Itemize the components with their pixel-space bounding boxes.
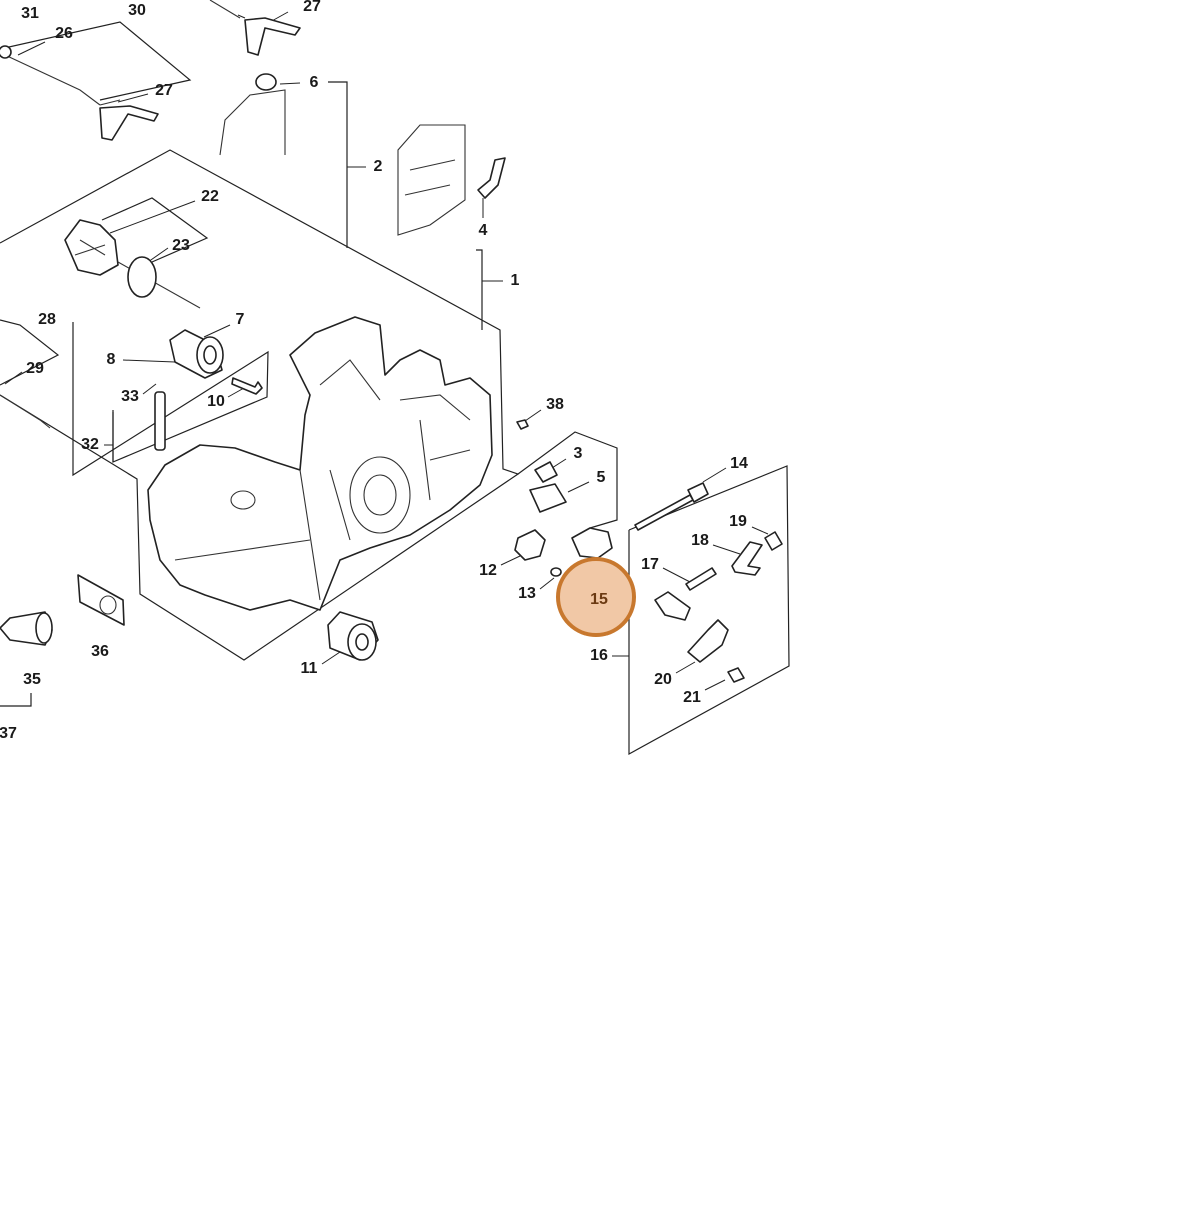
part-label-2: 2 (373, 158, 383, 175)
part-gear-16 (654, 591, 691, 621)
part-label-27a: 27 (303, 0, 321, 15)
part-label-3: 3 (573, 445, 583, 462)
part-label-7: 7 (235, 311, 245, 328)
part-screw-10 (231, 377, 263, 395)
part-screw-17 (685, 567, 717, 591)
part-label-16: 16 (590, 647, 608, 664)
part-label-1: 1 (510, 272, 520, 289)
part-cable-26 (4, 54, 121, 106)
part-label-33: 33 (121, 388, 139, 405)
part-cap-12 (514, 529, 546, 561)
part-label-14: 14 (730, 455, 748, 472)
bracket-1 (476, 249, 483, 330)
part-label-35: 35 (23, 671, 41, 688)
part-label-13: 13 (518, 585, 536, 602)
part-13 (550, 567, 562, 577)
part-label-8: 8 (106, 351, 116, 368)
part-label-37: 37 (0, 725, 17, 742)
part-label-19: 19 (729, 513, 747, 530)
part-label-29: 29 (26, 360, 44, 377)
part-cap-6 (255, 73, 277, 91)
part-label-32: 32 (81, 436, 99, 453)
part-label-22: 22 (201, 188, 219, 205)
part-label-21: 21 (683, 689, 701, 706)
part-label-5: 5 (596, 469, 606, 486)
part-pin-32 (154, 391, 166, 451)
parts (0, 0, 783, 683)
part-cover-2 (219, 89, 286, 156)
part-label-18: 18 (691, 532, 709, 549)
part-label-17: 17 (641, 556, 659, 573)
part-15 (571, 527, 613, 559)
part-3 (534, 461, 558, 483)
part-label-26: 26 (55, 25, 73, 42)
part-label-10: 10 (207, 393, 225, 410)
part-cable-29 (0, 394, 51, 429)
part-label-36: 36 (91, 643, 109, 660)
frame-group-14-21 (628, 465, 790, 756)
part-housing-1 (147, 316, 493, 611)
part-screw-21 (727, 667, 745, 683)
group-frames (0, 21, 790, 756)
part-20 (687, 619, 729, 663)
part-label-20: 20 (654, 671, 672, 688)
frame-group-3-5 (517, 431, 618, 529)
part-ring-23 (127, 256, 157, 298)
part-label-12: 12 (479, 562, 497, 579)
highlight-circle (556, 557, 636, 637)
part-label-27b: 27 (155, 82, 173, 99)
bracket-28-29 (0, 319, 60, 386)
part-bracket-18 (731, 541, 763, 576)
part-label-28: 28 (38, 311, 56, 328)
part-label-38: 38 (546, 396, 564, 413)
part-label-4: 4 (478, 222, 488, 239)
part-label-31: 31 (21, 5, 39, 22)
bracket-35-37 (0, 693, 32, 707)
part-label-23: 23 (172, 237, 190, 254)
part-clip-19 (764, 531, 783, 551)
bracket-22-23 (101, 197, 209, 263)
part-label-30: 30 (128, 2, 146, 19)
part-screw-38 (516, 419, 529, 430)
part-label-15: 15 (590, 591, 608, 608)
bracket-2 (328, 81, 348, 248)
part-bolt-14 (634, 494, 694, 531)
part-clip-4 (477, 157, 506, 199)
part-5 (529, 483, 567, 513)
part-label-6: 6 (309, 74, 319, 91)
part-label-11: 11 (300, 660, 318, 677)
part-bracket-27-lower (99, 105, 159, 141)
frame-group-30 (0, 21, 192, 101)
part-bracket-27-top (244, 17, 301, 56)
